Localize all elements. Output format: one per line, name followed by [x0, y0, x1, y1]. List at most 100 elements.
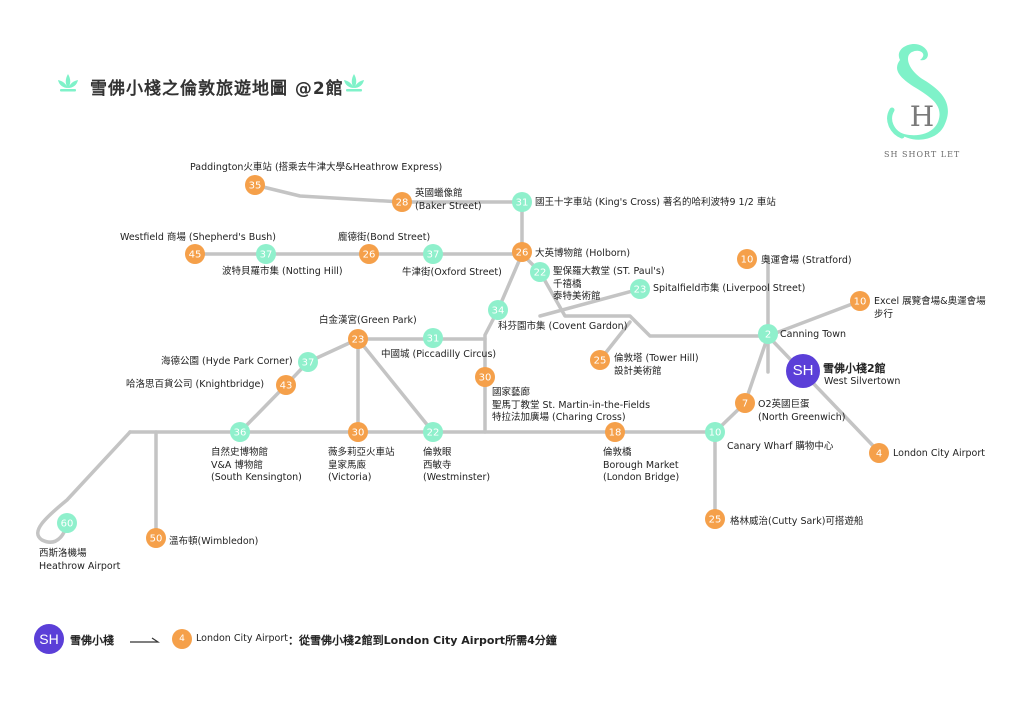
station-label-line: 牛津街(Oxford Street): [402, 267, 502, 278]
station-label-kings_cross: 國王十字車站 (King's Cross) 著名的哈利波特9 1/2 車站: [535, 197, 776, 210]
legend-hotel-label: 雪佛小棧: [70, 634, 114, 647]
legend-hotel-badge: SH: [34, 624, 64, 654]
station-label-line: (London Bridge): [603, 472, 680, 483]
station-marker-piccadilly: 31: [423, 328, 443, 348]
station-label-piccadilly: 中國城 (Piccadilly Circus): [381, 349, 496, 362]
station-minutes: 22: [427, 428, 440, 439]
station-label-tower: 倫敦塔 (Tower Hill)設計美術館: [614, 353, 699, 378]
station-marker-bond: 26: [359, 244, 379, 264]
station-marker-canning: 2: [758, 324, 778, 344]
station-dot: [348, 329, 368, 349]
brand-name: SH SHORT LET: [884, 150, 961, 159]
station-label-line: (Victoria): [328, 472, 372, 483]
station-marker-charing: 30: [475, 367, 495, 387]
station-dot: [475, 367, 495, 387]
station-dot: [146, 528, 166, 548]
station-label-line: 西斯洛機場: [39, 548, 87, 559]
station-dot: [705, 509, 725, 529]
station-label-line: 科芬園市集 (Covent Gardon): [498, 321, 628, 332]
station-minutes: 50: [150, 534, 163, 545]
station-dot: [423, 244, 443, 264]
station-marker-baker: 28: [392, 192, 412, 212]
station-label-line: 國王十字車站 (King's Cross) 著名的哈利波特9 1/2 車站: [535, 197, 776, 208]
station-label-line: (Westminster): [423, 472, 491, 483]
station-dot: [758, 324, 778, 344]
station-minutes: 34: [492, 306, 505, 317]
station-label-stratford: 奧運會場 (Stratford): [761, 255, 852, 268]
station-marker-london_bridge: 18: [605, 422, 625, 442]
station-dot: [256, 244, 276, 264]
station-label-line: 特拉法加廣場 (Charing Cross): [492, 412, 626, 423]
station-dot: [850, 291, 870, 311]
station-label-line: 千禧橋: [553, 278, 582, 290]
station-marker-westminster: 22: [423, 422, 443, 442]
station-marker-stratford: 10: [737, 249, 757, 269]
station-dot: [737, 249, 757, 269]
station-label-line: 自然史博物館: [211, 447, 269, 458]
station-label-city_airport: London City Airport: [893, 448, 985, 461]
station-label-line: 皇家馬廄: [328, 459, 367, 471]
station-label-line: Westfield 商場 (Shepherd's Bush): [120, 232, 276, 243]
station-label-canary: Canary Wharf 購物中心: [727, 441, 833, 454]
station-label-line: 西敏寺: [423, 459, 452, 471]
station-dot: [57, 513, 77, 533]
station-label-cutty: 格林威治(Cutty Sark)可搭遊船: [730, 516, 863, 529]
arrow-icon: [130, 637, 160, 643]
station-dot: [185, 244, 205, 264]
station-minutes: 30: [479, 373, 492, 384]
station-label-line: Borough Market: [603, 459, 679, 471]
station-minutes: 28: [396, 198, 409, 209]
station-label-line: 波特貝羅市集 (Notting Hill): [222, 266, 343, 277]
station-marker-covent: 34: [488, 300, 508, 320]
station-dot: [705, 422, 725, 442]
station-label-line: (Baker Street): [415, 200, 482, 212]
station-label-line: 格林威治(Cutty Sark)可搭遊船: [730, 516, 864, 527]
station-label-line: 中國城 (Piccadilly Circus): [381, 349, 497, 360]
station-label-notting: 波特貝羅市集 (Notting Hill): [222, 266, 343, 279]
station-label-victoria: 薇多莉亞火車站皇家馬廄(Victoria): [328, 447, 395, 485]
station-label-line: 聖保羅大教堂 (ST. Paul's): [553, 266, 665, 277]
station-label-baker: 英國蠟像館(Baker Street): [415, 188, 482, 213]
station-dot: [530, 262, 550, 282]
station-minutes: 36: [234, 428, 247, 439]
station-marker-wimbledon: 50: [146, 528, 166, 548]
station-marker-cutty: 25: [705, 509, 725, 529]
station-label-line: (South Kensington): [211, 472, 302, 483]
station-dot: [298, 352, 318, 372]
station-label-line: 哈洛思百貨公司 (Knightbridge): [126, 379, 265, 390]
hotel-name: 雪佛小棧2館: [823, 362, 886, 375]
station-label-green_park: 白金漢宮(Green Park): [319, 315, 417, 328]
brand-logo: H: [882, 40, 962, 160]
station-dot: [276, 375, 296, 395]
station-marker-kings_cross: 31: [512, 192, 532, 212]
station-minutes: 35: [249, 181, 262, 192]
station-dot: [512, 192, 532, 212]
station-label-covent: 科芬園市集 (Covent Gardon): [498, 321, 627, 334]
legend-station-badge: 4: [172, 629, 192, 649]
station-minutes: 10: [709, 428, 722, 439]
station-dot: [590, 350, 610, 370]
lotus-icon-left: [56, 72, 80, 98]
station-marker-holborn: 26: [512, 242, 532, 262]
station-marker-hyde: 37: [298, 352, 318, 372]
station-minutes: 31: [516, 198, 529, 209]
station-dot: [245, 175, 265, 195]
station-label-line: (North Greenwich): [758, 411, 846, 423]
station-label-excel: Excel 展覽會場&奧運會場步行: [874, 296, 986, 321]
station-label-line: 國家藝廊: [492, 387, 531, 398]
station-label-st_pauls: 聖保羅大教堂 (ST. Paul's)千禧橋泰特美術館: [553, 266, 665, 304]
station-label-line: V&A 博物館: [211, 459, 263, 471]
station-minutes: 25: [594, 356, 607, 367]
station-marker-city_airport: 4: [869, 443, 889, 463]
station-label-line: Spitalfield市集 (Liverpool Street): [653, 283, 806, 294]
station-minutes: 4: [876, 449, 882, 460]
station-label-shepherds: Westfield 商場 (Shepherd's Bush): [120, 232, 276, 245]
station-minutes: 23: [634, 285, 647, 296]
station-label-line: Paddington火車站 (搭乘去牛津大學&Heathrow Express): [190, 162, 443, 173]
legend-station-name: London City Airport: [196, 633, 288, 644]
station-minutes: 26: [516, 248, 529, 259]
station-label-line: Canary Wharf 購物中心: [727, 441, 834, 452]
